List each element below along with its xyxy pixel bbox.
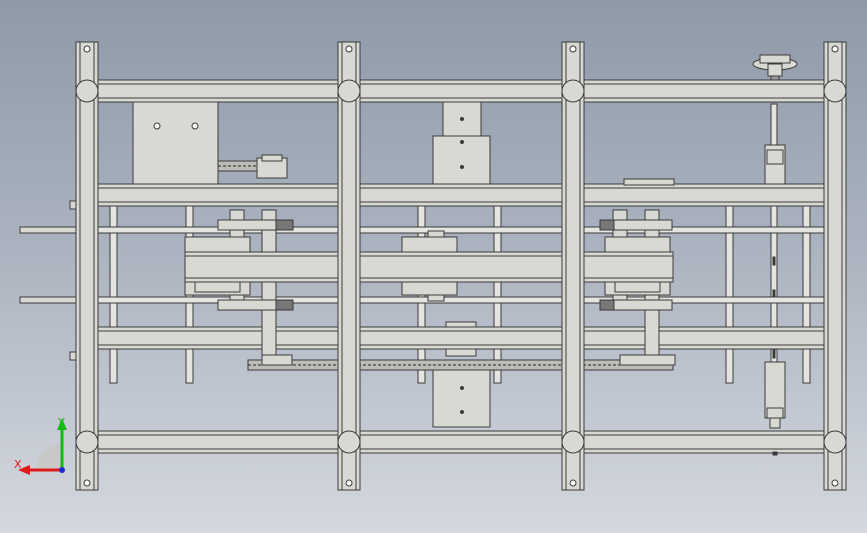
bottom-frame-rail: [85, 430, 835, 454]
frame-post-1: [75, 41, 99, 491]
motor-mount-plate: [132, 101, 219, 187]
left-shaft-stubs: [19, 200, 81, 361]
x-axis-label: X: [14, 458, 22, 471]
y-axis-label: Y: [57, 416, 65, 429]
marker: [772, 451, 778, 456]
axis-triad-icon: Y X: [14, 416, 67, 475]
lower-cross-beam: [95, 326, 825, 350]
top-frame-rail: [85, 79, 835, 103]
right-screw-assembly: [752, 54, 798, 429]
center-bottom-bracket: [432, 321, 491, 428]
carriage-beam: [184, 236, 674, 296]
z-axis-dot-icon: [59, 467, 65, 473]
upper-cross-beam: [95, 183, 825, 207]
frame-post-3: [561, 41, 585, 491]
frame-post-4: [823, 41, 847, 491]
frame-post-2: [337, 41, 361, 491]
bottom-chain: [247, 359, 674, 371]
triad-plane-icon: [36, 444, 62, 470]
